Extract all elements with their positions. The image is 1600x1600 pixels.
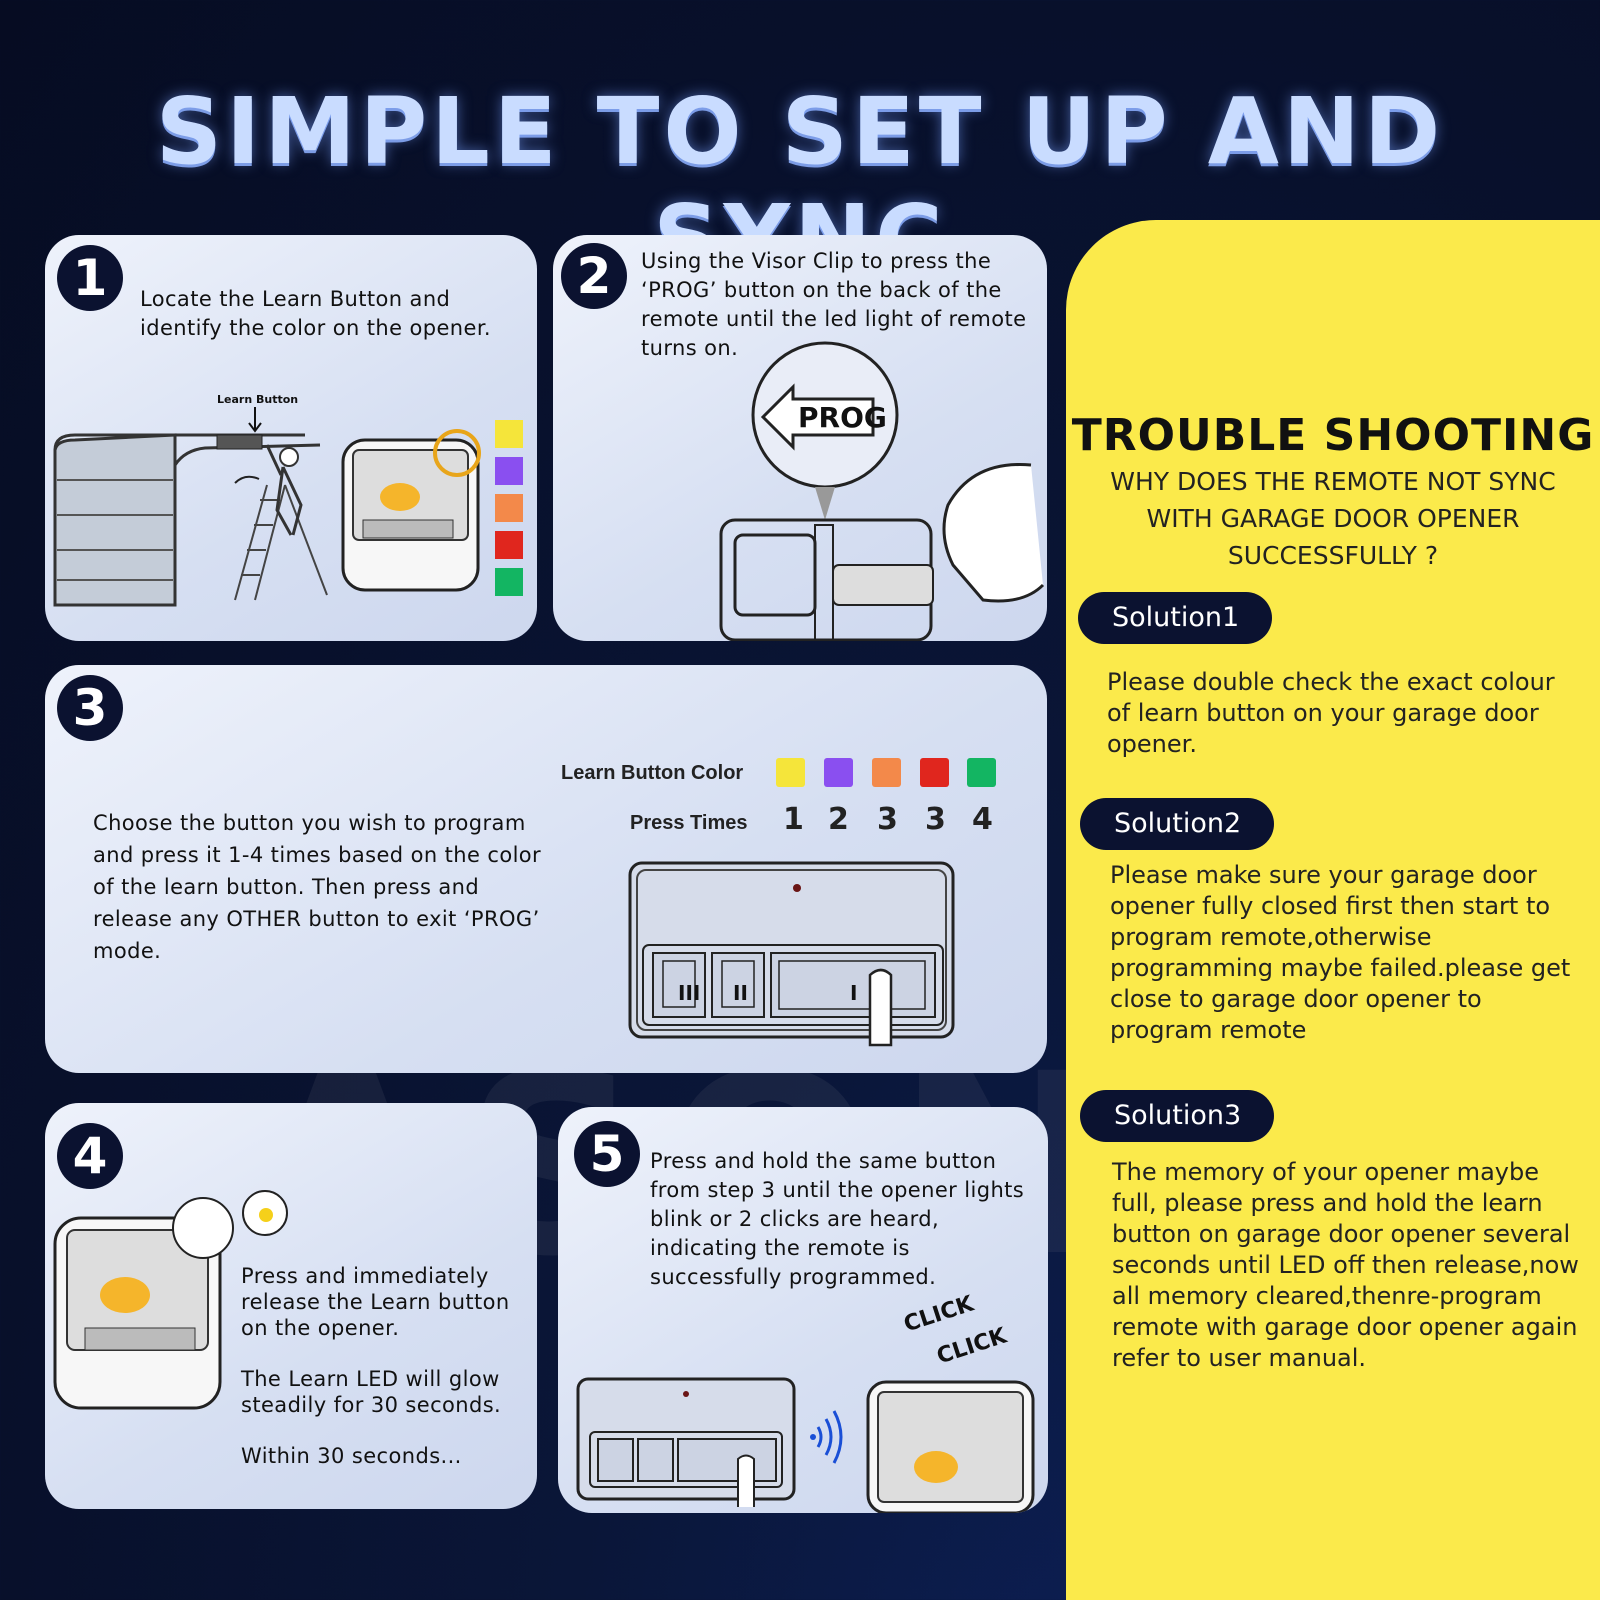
troubleshooting-title: TROUBLE SHOOTING (1071, 410, 1595, 461)
troubleshooting-subtitle: WHY DOES THE REMOTE NOT SYNC WITH GARAGE… (1110, 467, 1556, 570)
step-2-illustration: PROG (719, 341, 1045, 641)
learn-button-callout: Learn Button (217, 393, 298, 406)
step-2-panel: 2 Using the Visor Clip to press the ‘PRO… (553, 235, 1047, 641)
press-times-label: Press Times (630, 812, 748, 834)
step-2-badge: 2 (561, 243, 627, 309)
step-3-remote: III II I (628, 861, 955, 1047)
prog-callout: PROG (798, 401, 887, 434)
press-times-4: 3 (925, 802, 946, 837)
swatch-purple (824, 758, 853, 787)
step-4-text-3: Within 30 seconds... (241, 1444, 462, 1468)
solution-3-text: The memory of your opener maybe full, pl… (1112, 1158, 1579, 1372)
solution-1-pill: Solution1 (1078, 592, 1272, 644)
press-times-2: 2 (828, 802, 849, 837)
step-4-panel: 4 Press and immediately release the Lear… (45, 1103, 537, 1509)
step-3-panel: 3 Choose the button you wish to program … (45, 665, 1047, 1073)
press-times-3: 3 (877, 802, 898, 837)
remote-btn-2: II (733, 981, 748, 1005)
press-times-5: 4 (972, 802, 993, 837)
step-4-badge: 4 (57, 1123, 123, 1189)
troubleshooting-panel: TROUBLE SHOOTING WHY DOES THE REMOTE NOT… (1066, 220, 1600, 1600)
step-1-panel: 1 Locate the Learn Button and identify t… (45, 235, 537, 641)
solution-3-pill: Solution3 (1080, 1090, 1274, 1142)
solution-2-text: Please make sure your garage door opener… (1110, 861, 1571, 1044)
step-5-text: Press and hold the same button from step… (650, 1149, 1025, 1289)
learn-color-label: Learn Button Color (561, 762, 744, 784)
solution-1-text: Please double check the exact colour of … (1107, 668, 1555, 758)
step-1-illustration: Learn Button (53, 393, 523, 607)
step-4-illustration (53, 1190, 288, 1410)
swatch-green (967, 758, 996, 787)
remote-btn-3: III (678, 981, 700, 1005)
step-2-text: Using the Visor Clip to press the ‘PROG’… (641, 249, 1027, 360)
swatch-red (920, 758, 949, 787)
remote-btn-1: I (850, 981, 857, 1005)
solution-2-pill: Solution2 (1080, 798, 1274, 850)
step-5-panel: 5 Press and hold the same button from st… (558, 1107, 1048, 1513)
step-5-badge: 5 (574, 1121, 640, 1187)
step-1-text: Locate the Learn Button and identify the… (140, 287, 491, 340)
press-times-1: 1 (783, 802, 804, 837)
swatch-yellow (776, 758, 805, 787)
swatch-orange (872, 758, 901, 787)
step-3-text: Choose the button you wish to program an… (93, 811, 542, 963)
step-1-badge: 1 (57, 245, 123, 311)
step-4-text-2: The Learn LED will glow steadily for 30 … (241, 1367, 502, 1417)
step-5-illustration (576, 1377, 1035, 1513)
step-4-text: Press and immediately release the Learn … (241, 1264, 510, 1340)
step-3-badge: 3 (57, 675, 123, 741)
page-title: SIMPLE TO SET UP AND SYNC (155, 78, 1445, 292)
